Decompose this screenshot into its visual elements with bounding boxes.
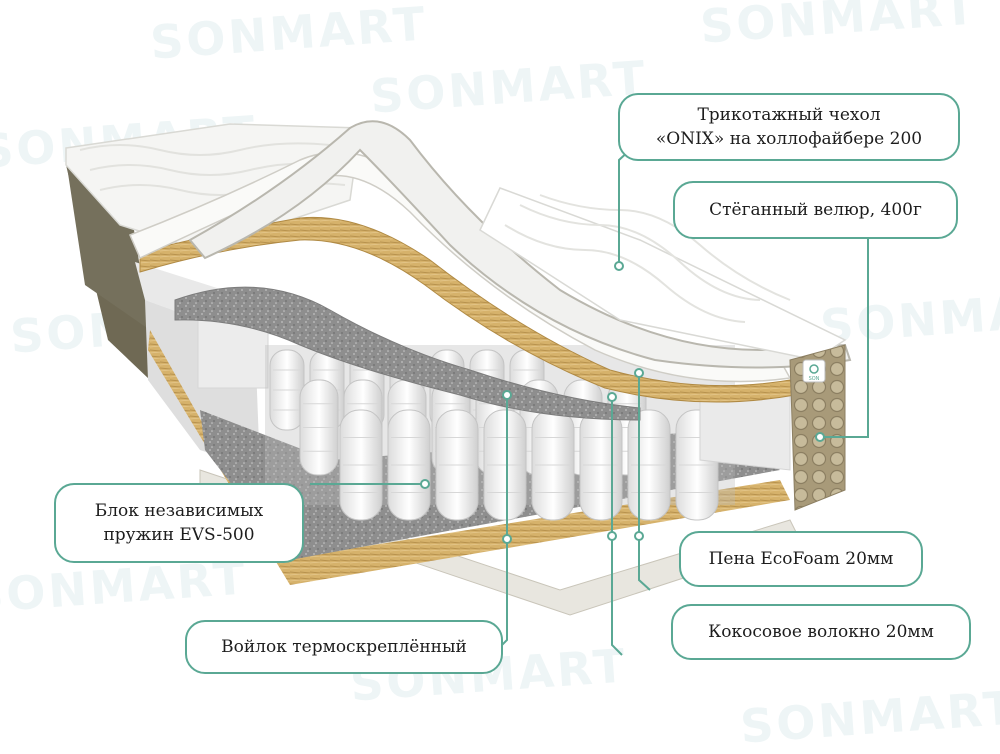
- callout-velour: Стёганный велюр, 400г: [673, 181, 958, 239]
- brand-badge-text: SON: [809, 376, 820, 382]
- callout-cover: Трикотажный чехол «ONIX» на холлофайбере…: [618, 93, 960, 161]
- marker-foam-lower: [634, 531, 644, 541]
- marker-cover: [614, 261, 624, 271]
- marker-springs: [420, 479, 430, 489]
- callout-felt: Войлок термоскреплённый: [185, 620, 503, 674]
- marker-felt: [502, 390, 512, 400]
- top-cover-curl: [188, 120, 852, 369]
- coconut-layer-bottom: [148, 330, 790, 585]
- marker-felt-lower: [502, 534, 512, 544]
- callout-foam: Пена EcoFoam 20мм: [679, 531, 923, 587]
- marker-coconut: [607, 392, 617, 402]
- callout-springs: Блок независимых пружин EVS-500: [54, 483, 304, 563]
- brand-logo-icon: [809, 364, 819, 374]
- left-side-panel-quilt: [66, 160, 150, 330]
- callout-coconut: Кокосовое волокно 20мм: [671, 604, 971, 660]
- marker-velour: [815, 432, 825, 442]
- right-side-panel: [789, 344, 846, 511]
- brand-badge: [802, 359, 826, 383]
- marker-foam: [634, 368, 644, 378]
- marker-coconut-lower: [607, 531, 617, 541]
